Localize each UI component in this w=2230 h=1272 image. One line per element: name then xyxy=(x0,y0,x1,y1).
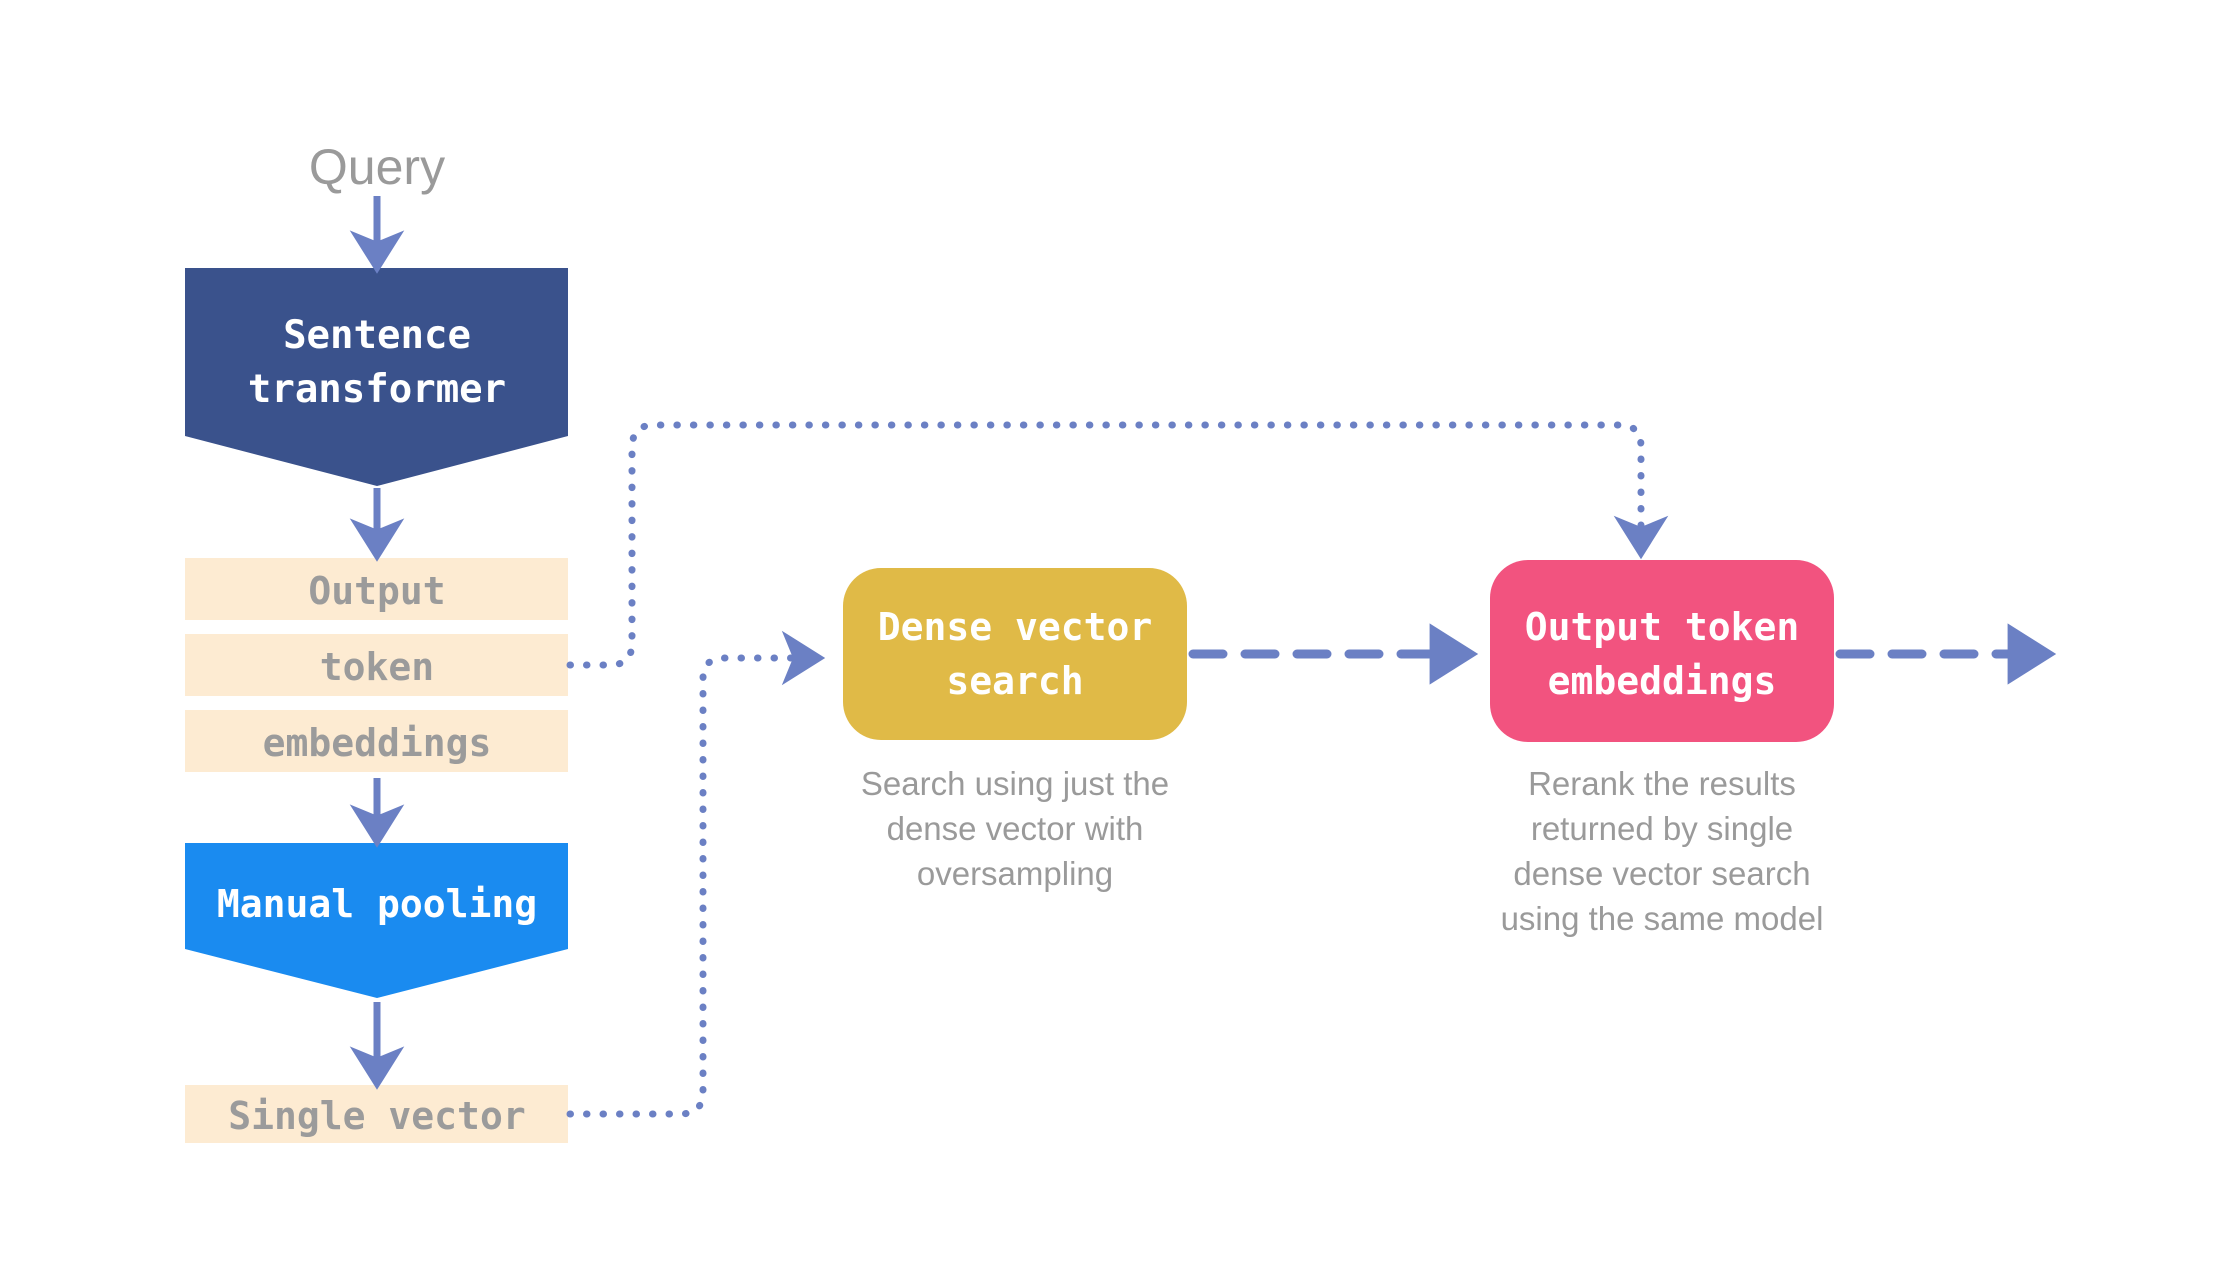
query-label: Query xyxy=(309,139,445,195)
connector-single-vector-to-dense-search xyxy=(566,630,826,1118)
output-token-embeddings-title-line2: embeddings xyxy=(1548,659,1777,703)
sentence-transformer-label-line1: Sentence xyxy=(283,313,471,358)
dense-vector-search-box xyxy=(843,568,1187,740)
dense-vector-search-caption-line2: dense vector with xyxy=(887,810,1144,847)
output-token-embeddings-caption-line4: using the same model xyxy=(1501,900,1824,937)
dense-vector-search-title-line2: search xyxy=(946,659,1083,703)
token-row-token xyxy=(185,634,568,696)
sentence-transformer-box xyxy=(185,268,568,486)
manual-pooling-box xyxy=(185,843,568,998)
output-token-embeddings-caption-line2: returned by single xyxy=(1531,810,1793,847)
output-token-embeddings-caption-line1: Rerank the results xyxy=(1528,765,1796,802)
token-row-output xyxy=(185,558,568,620)
sentence-transformer-label-line2: transformer xyxy=(248,367,506,412)
single-vector-box xyxy=(185,1085,568,1143)
token-row-label-output: Output xyxy=(308,569,445,613)
token-row-embeddings xyxy=(185,710,568,772)
output-token-embeddings-caption-line3: dense vector search xyxy=(1513,855,1810,892)
dense-vector-search-caption-line3: oversampling xyxy=(917,855,1113,892)
single-vector-label: Single vector xyxy=(228,1094,525,1138)
output-token-embeddings-title-line1: Output token xyxy=(1525,605,1800,649)
dense-vector-search-title-line1: Dense vector xyxy=(878,605,1153,649)
token-row-label-embeddings: embeddings xyxy=(263,721,492,765)
dense-vector-search-caption-line1: Search using just the xyxy=(861,765,1169,802)
token-row-label-token: token xyxy=(320,645,434,689)
output-token-embeddings-box xyxy=(1490,560,1834,742)
manual-pooling-label: Manual pooling xyxy=(217,882,537,926)
